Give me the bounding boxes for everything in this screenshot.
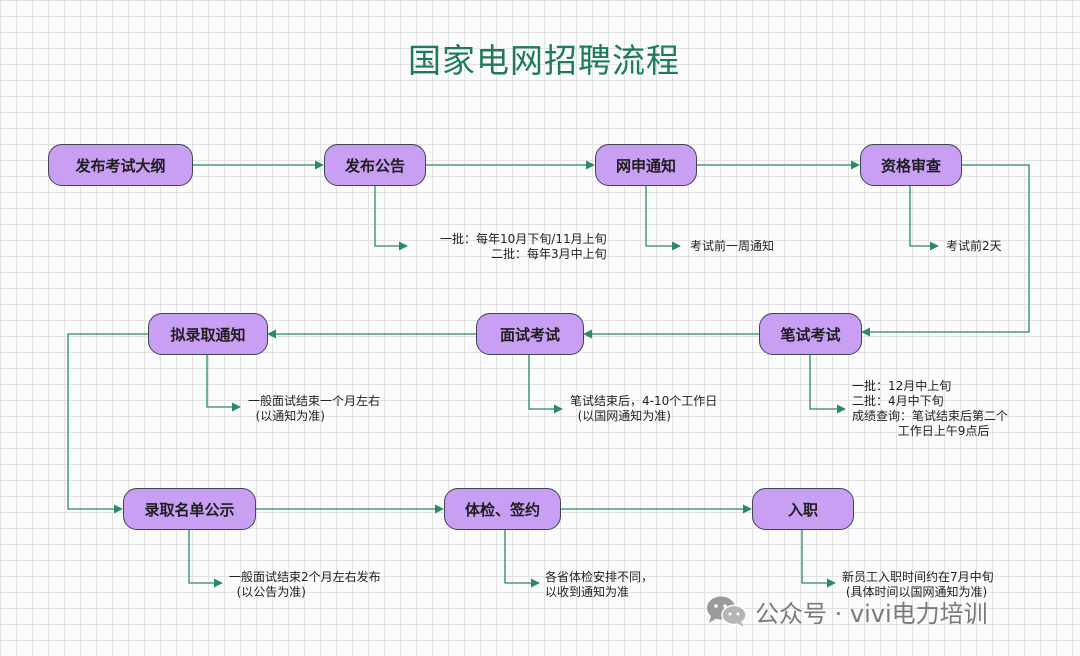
note-n3: 考试前一周通知 <box>690 239 775 253</box>
note-arrow-n10 <box>801 530 836 588</box>
note-arrow-n6 <box>528 355 563 414</box>
note-arrow-n5 <box>809 355 846 414</box>
note-n10: 新员工入职时间约在7月中旬 (具体时间以国网通知为准) <box>842 570 994 599</box>
note-n8: 一般面试结束2个月左右发布 (以公告为准) <box>229 570 381 599</box>
watermark-text: 公众号 · vivi电力培训 <box>755 599 988 628</box>
node-n3: 网申通知 <box>595 144 697 186</box>
watermark: 公众号 · vivi电力培训 <box>705 592 988 630</box>
wechat-icon <box>705 594 749 628</box>
arrow-n7-n8 <box>67 333 148 514</box>
node-n6: 面试考试 <box>476 313 584 355</box>
note-arrow-n8 <box>188 530 223 588</box>
node-n10: 入职 <box>752 488 854 530</box>
node-n1: 发布考试大纲 <box>48 144 193 186</box>
note-n2: 一批：每年10月下旬/11月上旬 二批：每年3月中上旬 <box>440 232 607 261</box>
node-n9: 体检、签约 <box>444 488 561 530</box>
note-n9: 各省体检安排不同， 以收到通知为准 <box>545 570 654 599</box>
arrow-n4-n5 <box>861 164 1030 337</box>
note-arrow-n2 <box>374 186 408 251</box>
note-arrow-n3 <box>645 186 681 251</box>
node-n4: 资格审查 <box>860 144 962 186</box>
note-n6: 笔试结束后，4-10个工作日 (以国网通知为准) <box>570 394 718 423</box>
node-n7: 拟录取通知 <box>148 313 268 355</box>
note-arrow-n4 <box>909 186 939 251</box>
note-n7: 一般面试结束一个月左右 (以通知为准) <box>248 394 381 423</box>
note-arrow-n9 <box>504 530 540 588</box>
diagram-title: 国家电网招聘流程 <box>408 41 680 80</box>
node-n2: 发布公告 <box>324 144 426 186</box>
note-n5: 一批：12月中上旬 二批：4月中下旬 成绩查询：笔试结束后第二个 工作日上午9点… <box>852 379 1009 438</box>
node-n5: 笔试考试 <box>759 313 862 355</box>
node-n8: 录取名单公示 <box>123 488 256 530</box>
note-arrow-n7 <box>206 355 241 412</box>
note-n4: 考试前2天 <box>946 239 1002 253</box>
